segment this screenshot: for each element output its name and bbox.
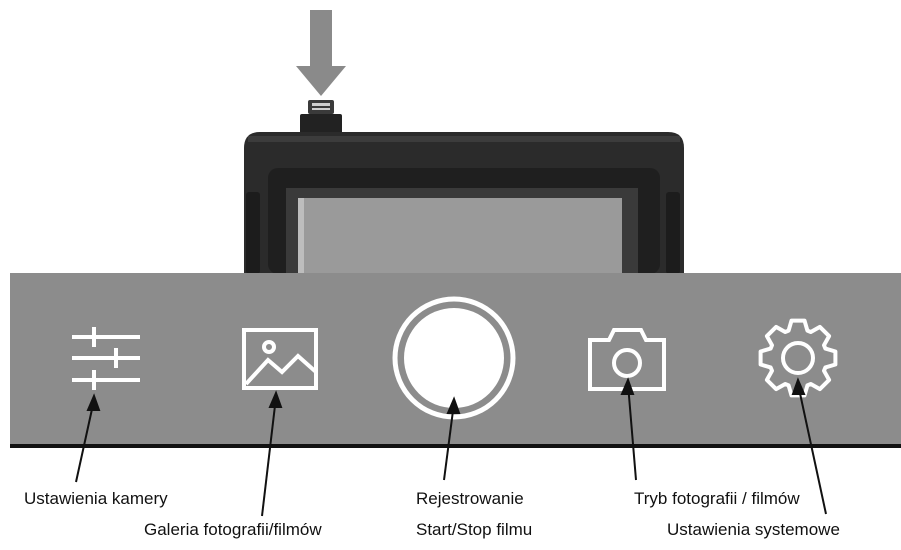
camera-icon[interactable] — [588, 328, 666, 391]
label-system-settings: Ustawienia systemowe — [667, 520, 840, 539]
toolbar-bottom-edge — [10, 444, 901, 448]
device-screen — [298, 198, 622, 274]
label-photo-video-mode: Tryb fotografii / filmów — [634, 489, 800, 508]
device-power-button — [300, 100, 342, 134]
image-gallery-icon[interactable] — [242, 328, 318, 390]
label-record-line2: Start/Stop filmu — [416, 520, 533, 539]
label-camera-settings: Ustawienia kamery — [24, 489, 168, 508]
device-illustration — [244, 10, 684, 274]
sliders-icon[interactable] — [72, 327, 140, 390]
gear-icon[interactable] — [758, 318, 838, 398]
label-gallery: Galeria fotografii/filmów — [144, 520, 322, 539]
record-button-icon[interactable] — [392, 296, 516, 420]
callout-lines — [75, 377, 827, 517]
press-arrow — [296, 10, 346, 96]
label-record-line1: Rejestrowanie — [416, 489, 524, 508]
